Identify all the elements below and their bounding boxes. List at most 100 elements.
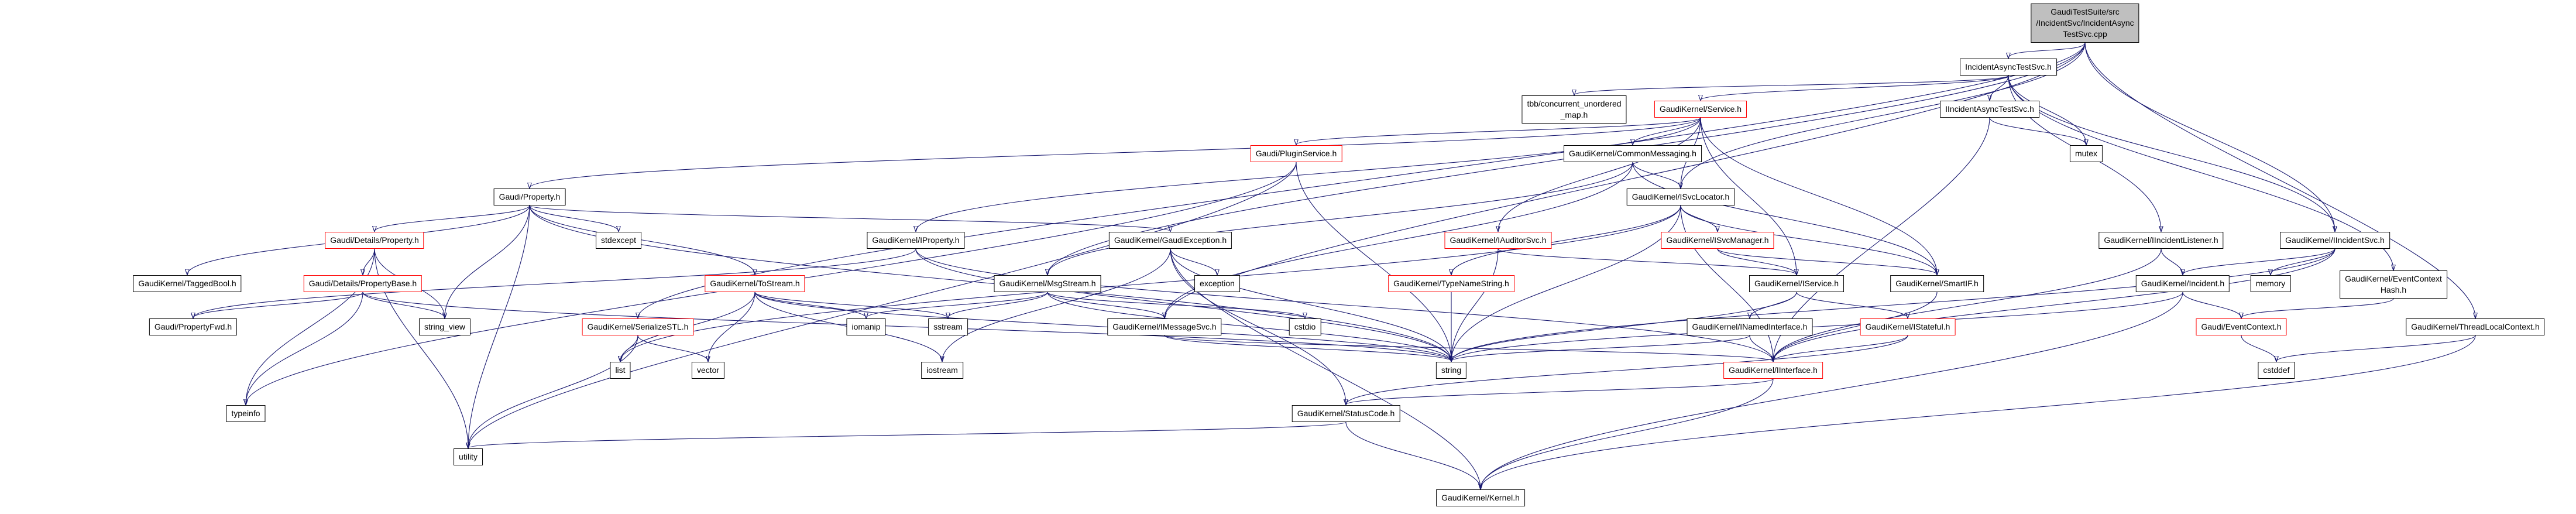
node-iostream[interactable]: iostream — [921, 362, 963, 379]
node-memory[interactable]: memory — [2250, 275, 2291, 292]
include-edge-iincs-iiface — [1773, 248, 2335, 361]
node-exception[interactable]: exception — [1194, 275, 1240, 292]
include-edge-service-iprop — [916, 117, 1701, 231]
node-strview[interactable]: string_view — [418, 318, 471, 335]
include-edge-iaud-iservice — [1497, 248, 1797, 275]
include-edge-dprop-typeinfo — [246, 248, 375, 405]
node-iiface[interactable]: GaudiKernel/IInterface.h — [1723, 362, 1823, 379]
include-edge-statuscode-kernel — [1345, 422, 1481, 489]
include-edge-tostream-vector — [708, 292, 755, 361]
node-inc_h[interactable]: IncidentAsyncTestSvc.h — [1960, 59, 2057, 76]
include-edge-iincl-iiface — [1773, 248, 2162, 361]
node-inamed[interactable]: GaudiKernel/INamedInterface.h — [1687, 318, 1813, 335]
node-ectxhash[interactable]: GaudiKernel/EventContext Hash.h — [2340, 270, 2447, 299]
include-edge-common-imsgsvc — [1165, 162, 1633, 318]
node-plugin[interactable]: Gaudi/PluginService.h — [1250, 145, 1342, 162]
node-ectx[interactable]: Gaudi/EventContext.h — [2196, 318, 2287, 335]
node-iincs[interactable]: GaudiKernel/IIncidentSvc.h — [2280, 232, 2390, 249]
include-edge-inc_h-mutex — [2008, 75, 2086, 145]
include-edge-smartif-iiface — [1773, 292, 1938, 361]
node-sstream[interactable]: sstream — [928, 318, 968, 335]
node-gprop[interactable]: Gaudi/Property.h — [493, 189, 566, 205]
node-iservice[interactable]: GaudiKernel/IService.h — [1749, 275, 1844, 292]
include-edge-iincs-incident — [2183, 248, 2335, 275]
node-propfwd[interactable]: Gaudi/PropertyFwd.h — [149, 318, 238, 335]
include-edge-iinc_h-mutex — [1989, 117, 2086, 145]
node-smartif[interactable]: GaudiKernel/SmartIF.h — [1890, 275, 1984, 292]
node-iprop[interactable]: GaudiKernel/IProperty.h — [867, 232, 965, 249]
include-edge-isvcloc-typename — [1451, 205, 1681, 275]
include-edge-gprop-gexc — [529, 205, 1170, 231]
node-tlctx[interactable]: GaudiKernel/ThreadLocalContext.h — [2406, 318, 2545, 335]
include-edge-inc_h-tbb — [1574, 75, 2009, 95]
include-edge-cpp-isvcloc — [1681, 42, 2086, 188]
include-edge-imsgsvc-iiface — [1164, 335, 1773, 361]
node-iaud[interactable]: GaudiKernel/IAuditorSvc.h — [1444, 232, 1552, 249]
include-edge-common-isvcloc — [1632, 162, 1681, 188]
include-edge-gprop-stdexcept — [529, 205, 619, 231]
node-statuscode[interactable]: GaudiKernel/StatusCode.h — [1292, 405, 1400, 422]
node-pbase[interactable]: Gaudi/Details/PropertyBase.h — [303, 275, 423, 292]
include-edge-gprop-dprop — [375, 205, 530, 231]
node-utility[interactable]: utility — [454, 448, 483, 465]
node-iomanip[interactable]: iomanip — [846, 318, 886, 335]
node-isvcloc[interactable]: GaudiKernel/ISvcLocator.h — [1626, 189, 1735, 205]
node-istateful[interactable]: GaudiKernel/IStateful.h — [1860, 318, 1956, 335]
include-edge-inc_h-service — [1701, 75, 2009, 100]
include-edge-service-smartif — [1700, 117, 1937, 275]
node-typeinfo[interactable]: typeinfo — [226, 405, 266, 422]
node-vector[interactable]: vector — [691, 362, 725, 379]
include-edge-isvcloc-smartif — [1680, 205, 1937, 275]
include-edge-serstl-list — [620, 335, 638, 361]
node-iinc_h[interactable]: IIncidentAsyncTestSvc.h — [1940, 101, 2039, 118]
node-kernel[interactable]: GaudiKernel/Kernel.h — [1436, 489, 1525, 506]
include-edge-incident-ectx — [2182, 292, 2241, 318]
include-edge-tostream-string — [754, 292, 1451, 361]
node-cstddef[interactable]: cstddef — [2258, 362, 2295, 379]
include-edge-common-smartif — [1632, 162, 1937, 275]
include-edge-inc_h-iincs — [2008, 75, 2335, 231]
node-string[interactable]: string — [1435, 362, 1467, 379]
node-isvcmgr[interactable]: GaudiKernel/ISvcManager.h — [1661, 232, 1774, 249]
node-tbb[interactable]: tbb/concurrent_unordered _map.h — [1521, 95, 1627, 124]
include-edge-istateful-statuscode — [1346, 335, 1908, 405]
include-edge-msgstream-iomanip — [866, 292, 1048, 318]
include-edge-ectxhash-ectx — [2241, 298, 2394, 318]
include-edge-iincs-string — [1451, 248, 2335, 361]
include-edge-pbase-propfwd — [193, 292, 363, 318]
node-imsgsvc[interactable]: GaudiKernel/IMessageSvc.h — [1107, 318, 1222, 335]
node-iincl[interactable]: GaudiKernel/IIncidentListener.h — [2098, 232, 2224, 249]
include-edge-msgstream-cstdio — [1047, 292, 1305, 318]
node-common[interactable]: GaudiKernel/CommonMessaging.h — [1564, 145, 1702, 162]
include-edge-gexc-iostream — [942, 248, 1171, 361]
node-service[interactable]: GaudiKernel/Service.h — [1654, 101, 1747, 118]
include-edge-iiface-kernel — [1481, 378, 1774, 489]
node-msgstream[interactable]: GaudiKernel/MsgStream.h — [994, 275, 1101, 292]
include-edge-service-iaud — [1498, 117, 1701, 231]
include-edge-cpp-serstl — [638, 42, 2086, 318]
include-edge-msgstream-imsgsvc — [1047, 292, 1165, 318]
node-gexc[interactable]: GaudiKernel/GaudiException.h — [1108, 232, 1232, 249]
node-mutex[interactable]: mutex — [2069, 145, 2103, 162]
include-edge-gexc-string — [1170, 248, 1451, 361]
node-dprop[interactable]: Gaudi/Details/Property.h — [325, 232, 424, 249]
node-serstl[interactable]: GaudiKernel/SerializeSTL.h — [582, 318, 694, 335]
include-edge-isvcmgr-smartif — [1717, 248, 1937, 275]
node-typename[interactable]: GaudiKernel/TypeNameString.h — [1388, 275, 1514, 292]
node-tagged[interactable]: GaudiKernel/TaggedBool.h — [133, 275, 242, 292]
node-tostream[interactable]: GaudiKernel/ToStream.h — [705, 275, 805, 292]
include-edge-tostream-sstream — [754, 292, 948, 318]
include-edge-cpp-tlctx — [2084, 42, 2475, 318]
node-list[interactable]: list — [610, 362, 631, 379]
include-edge-iprop-string — [915, 248, 1451, 361]
node-cstdio[interactable]: cstdio — [1289, 318, 1321, 335]
include-edge-gexc-exception — [1170, 248, 1217, 275]
include-edge-service-plugin — [1296, 117, 1701, 145]
include-edge-iincs-memory — [2271, 248, 2335, 275]
node-incident[interactable]: GaudiKernel/Incident.h — [2135, 275, 2230, 292]
include-edge-inamed-string — [1451, 335, 1750, 361]
include-edge-msgstream-string — [1047, 292, 1451, 361]
include-edge-gprop-string — [529, 205, 1451, 361]
node-stdexcept[interactable]: stdexcept — [596, 232, 641, 249]
include-edge-isvcmgr-iservice — [1717, 248, 1797, 275]
